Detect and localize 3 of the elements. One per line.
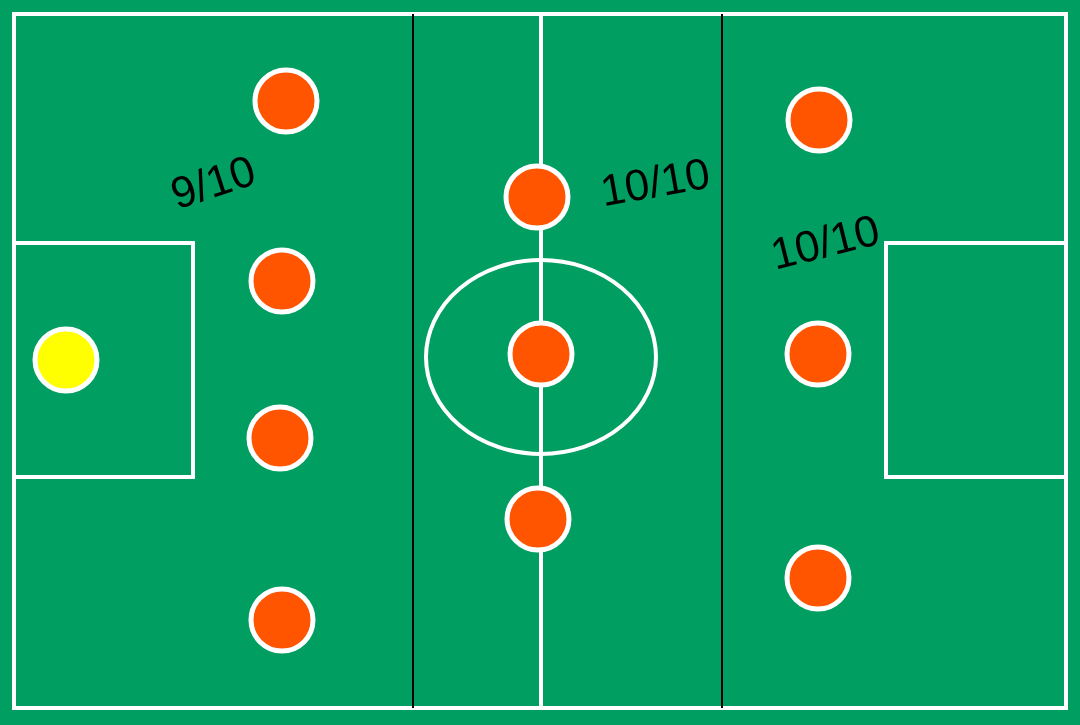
fraction-annotation: 10/10 <box>766 207 884 277</box>
fraction-annotation: 10/10 <box>597 150 714 214</box>
fraction-annotation: 9/10 <box>165 147 261 217</box>
